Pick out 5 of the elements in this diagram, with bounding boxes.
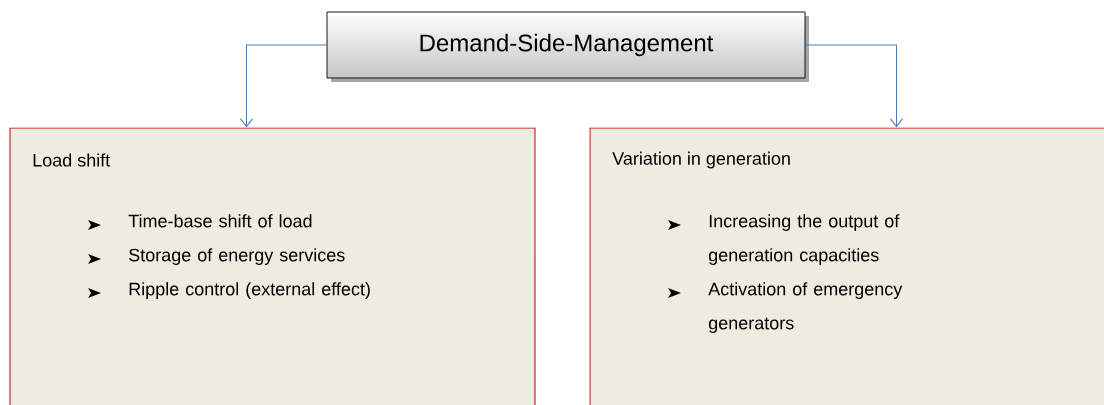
text-panel: Load shift Time-base shift of load Storage of energy services Ripple control (external effect) (9, 127, 536, 405)
arrow (804, 44, 903, 128)
title-box: Demand-Side-Management (326, 11, 809, 82)
arrow (240, 44, 328, 128)
text-panel: Variation in generation Increasing the output of generation capacities Activation of emergency generators (589, 127, 1104, 405)
